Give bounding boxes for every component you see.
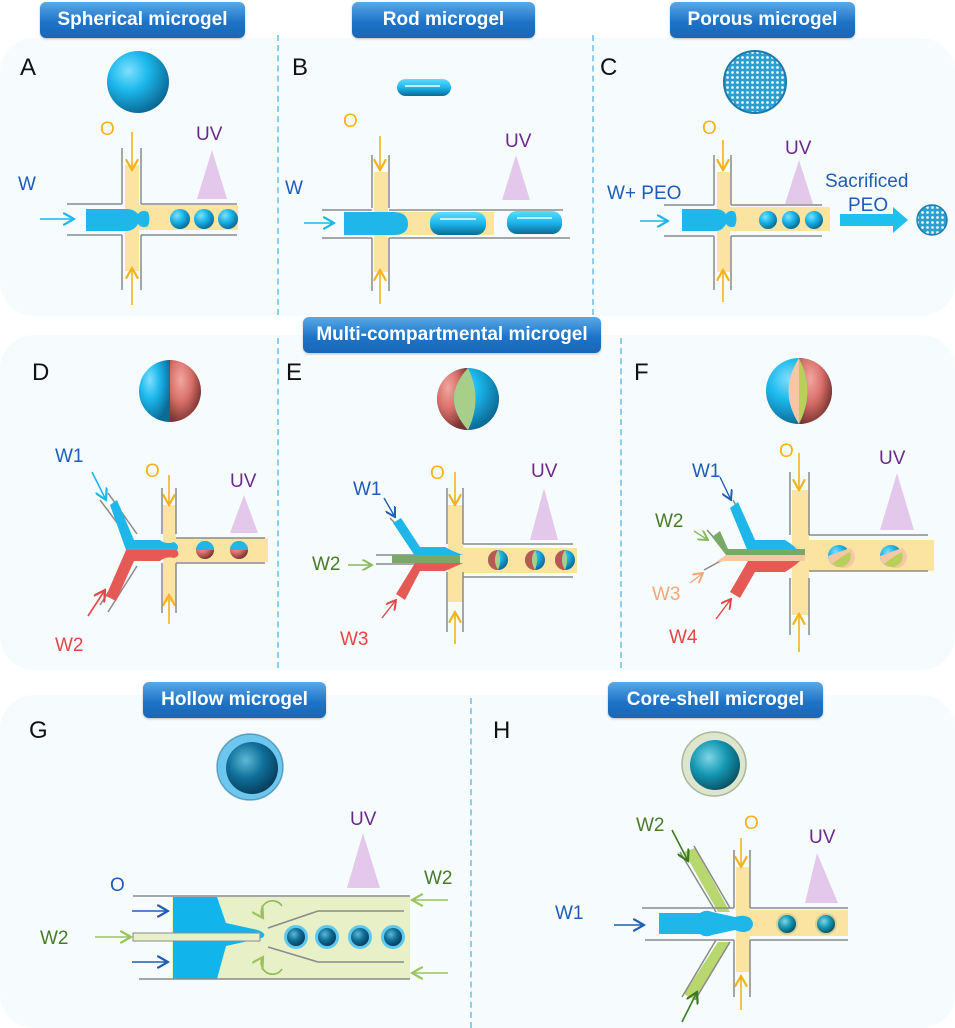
label-oil: O — [110, 875, 125, 896]
label-oil: O — [702, 118, 717, 139]
process-arrow-icon — [840, 207, 908, 233]
label-sacrificed: Sacrificed — [825, 171, 908, 192]
row3-background — [0, 695, 955, 1028]
title-badge-porous: Porous microgel — [670, 2, 855, 38]
divider-e-f — [620, 338, 622, 668]
title-badge-rod: Rod microgel — [352, 2, 535, 38]
label-w1: W1 — [353, 479, 382, 500]
label-oil: O — [145, 461, 160, 482]
title-badge-core-shell: Core-shell microgel — [608, 682, 823, 718]
janus-microgel-icon — [139, 360, 170, 422]
divider-g-h — [470, 698, 472, 1028]
label-w2: W2 — [55, 635, 84, 656]
title-badge-hollow: Hollow microgel — [143, 682, 326, 718]
label-w1: W1 — [692, 461, 721, 482]
panel-letter-a: A — [20, 54, 36, 81]
label-uv: UV — [350, 809, 377, 830]
uv-light-icon — [197, 150, 227, 199]
label-w2: W2 — [655, 511, 684, 532]
label-uv: UV — [196, 124, 223, 145]
panel-letter-f: F — [634, 359, 649, 386]
panel-f-diagram: W1 W2 W3 W4 O UV — [652, 358, 934, 652]
label-w2-right: W2 — [424, 868, 453, 889]
panel-letter-b: B — [292, 54, 308, 81]
panel-letter-g: G — [29, 717, 48, 744]
label-uv: UV — [879, 448, 906, 469]
label-w2-left: W2 — [40, 928, 69, 949]
label-oil: O — [430, 463, 445, 484]
panel-letter-h: H — [493, 717, 510, 744]
label-peo: PEO — [848, 195, 888, 216]
divider-d-e — [277, 338, 279, 668]
label-w1: W1 — [55, 446, 84, 467]
label-water: W — [18, 174, 36, 195]
label-oil: O — [343, 111, 358, 132]
panel-letter-d: D — [32, 359, 49, 386]
title-badge-spherical: Spherical microgel — [40, 2, 245, 38]
panel-e-diagram: W1 W2 W3 O UV — [312, 368, 577, 650]
porous-product-icon — [917, 205, 947, 235]
porous-microgel-icon — [724, 51, 786, 113]
label-uv: UV — [809, 827, 836, 848]
label-uv: UV — [230, 471, 257, 492]
label-w1: W1 — [555, 903, 584, 924]
label-oil: O — [100, 119, 115, 140]
panel-h-diagram: W2 O UV W1 — [555, 731, 848, 1023]
panel-letter-e: E — [286, 359, 302, 386]
label-w2: W2 — [312, 554, 341, 575]
label-w2: W2 — [636, 815, 665, 836]
panel-d-diagram: W1 O UV W2 — [55, 360, 268, 656]
label-uv: UV — [505, 131, 532, 152]
divider-b-c — [592, 35, 594, 315]
label-uv: UV — [531, 461, 558, 482]
label-water-peo: W+ PEO — [607, 183, 681, 204]
label-w4: W4 — [669, 627, 698, 648]
panel-a-diagram: O UV W — [18, 51, 238, 305]
panel-b-diagram: O UV W — [285, 79, 570, 304]
label-uv: UV — [785, 138, 812, 159]
rod-microgel-icon — [397, 79, 451, 96]
label-oil: O — [779, 441, 794, 462]
label-water: W — [285, 178, 303, 199]
panel-g-diagram: O W2 W2 UV — [40, 733, 453, 980]
label-w3: W3 — [340, 629, 369, 650]
panel-letter-c: C — [600, 54, 617, 81]
divider-a-b — [277, 35, 279, 315]
spherical-microgel-icon — [107, 51, 169, 113]
label-oil: O — [744, 813, 759, 834]
title-badge-multicompartmental: Multi-compartmental microgel — [303, 317, 601, 353]
panel-c-diagram: O UV W+ PEO Sacrificed PEO — [607, 50, 948, 302]
label-w3: W3 — [652, 584, 681, 605]
